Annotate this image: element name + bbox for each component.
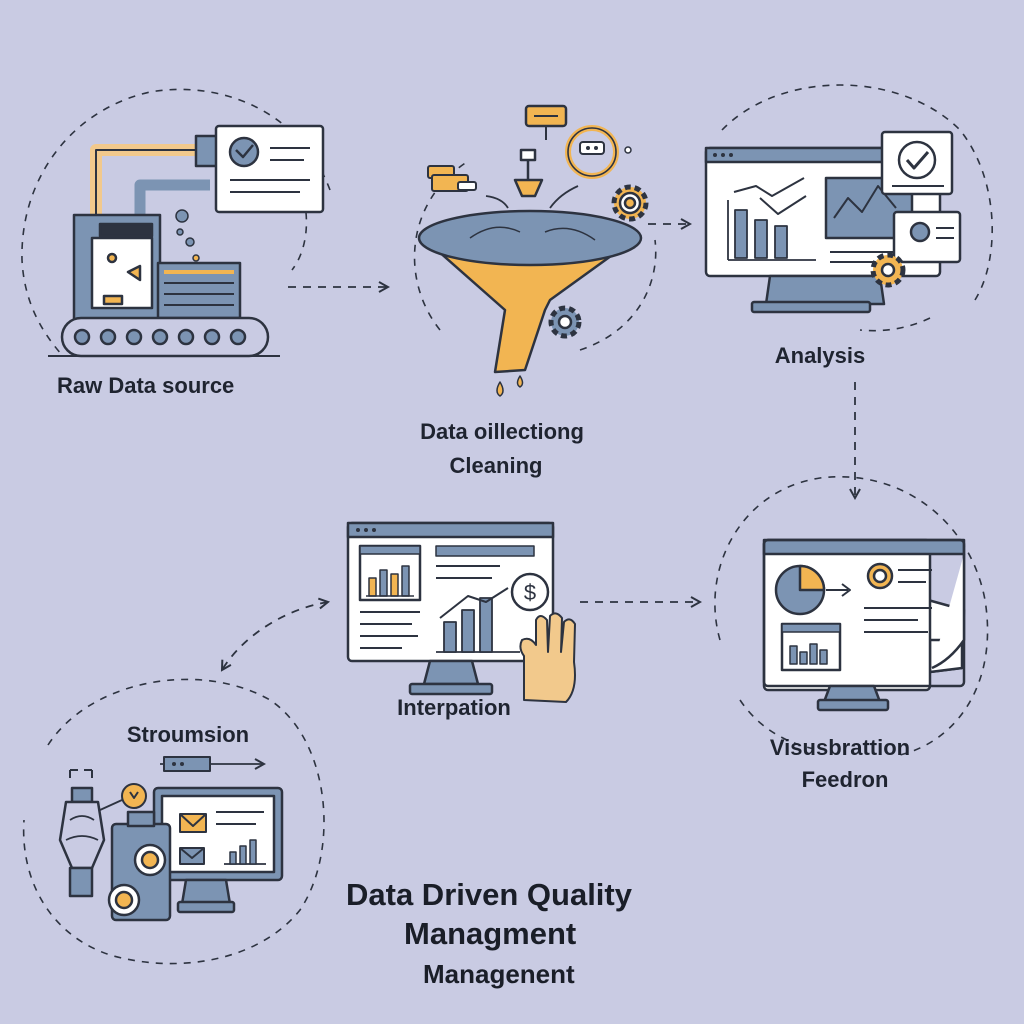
analysis-circle-outline: [721, 84, 993, 301]
visual-circle-tail: [739, 699, 821, 751]
interpretation-monitor-icon: $: [346, 521, 576, 703]
flow-arrows: [160, 224, 855, 764]
raw-circle-outline: [21, 88, 331, 356]
strou-circle-outline: [22, 678, 325, 965]
stage-label-raw-data-source: Raw Data source: [57, 373, 235, 398]
stage-label-stroumsion: Stroumsion: [126, 722, 250, 747]
stroumsion-devices-icon: [58, 756, 284, 922]
raw-data-machine-icon: [48, 124, 325, 358]
diagram-title-line-1: Data Driven Quality: [346, 877, 632, 912]
funnel-icon: [417, 104, 649, 397]
visual-circle-outline: [714, 476, 989, 756]
currency-symbol: $: [524, 580, 536, 605]
stage-label-interpretation: Interpation: [397, 695, 511, 720]
arrow-interp-strou: [222, 602, 328, 670]
analysis-monitor-icon: [704, 130, 962, 314]
stage-label-feedback: Feedron: [801, 767, 889, 792]
stage-label-data-collection: Data oillectiong: [420, 419, 584, 444]
stage-label-cleaning: Cleaning: [449, 453, 543, 478]
stage-label-analysis: Analysis: [774, 343, 866, 368]
analysis-circle-tail: [859, 317, 931, 332]
collect-circle-right: [579, 239, 657, 351]
visualization-monitor-icon: [762, 538, 966, 712]
stage-label-visualization: Visusbrattion: [769, 735, 911, 760]
diagram-title-line-2: Managment: [404, 916, 577, 951]
diagram-title-line-3: Managenent: [423, 959, 575, 989]
